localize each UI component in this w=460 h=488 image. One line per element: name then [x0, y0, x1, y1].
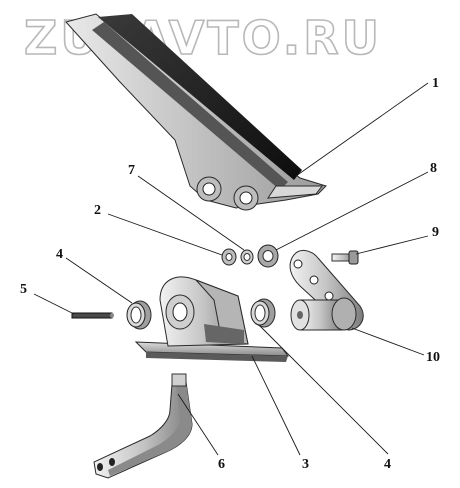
pedal-rod-6 [93, 373, 193, 479]
crank-arm-10 [289, 250, 364, 331]
callout-8: 8 [430, 161, 437, 176]
callout-4-right: 4 [384, 457, 391, 472]
washer-8 [257, 244, 279, 268]
callout-1: 1 [432, 76, 439, 91]
callout-9: 9 [432, 225, 439, 240]
pedal-lever [65, 13, 327, 211]
callout-4-left: 4 [56, 247, 63, 262]
callout-7: 7 [128, 163, 135, 178]
callout-6: 6 [218, 457, 225, 472]
pin-5 [71, 312, 114, 319]
callout-3: 3 [302, 457, 309, 472]
washer-2 [221, 248, 237, 266]
bushing-4-left [126, 300, 152, 330]
callout-5: 5 [20, 282, 27, 297]
washer-7 [240, 249, 254, 265]
callout-10: 10 [426, 350, 440, 365]
bolt-9 [331, 250, 359, 265]
bushing-4-right [250, 298, 276, 328]
bracket-3 [134, 276, 290, 362]
callout-2: 2 [94, 203, 101, 218]
callout-numbers: 1 2 3 4 4 5 6 7 8 9 10 [20, 76, 440, 472]
leader-lines [33, 82, 429, 456]
